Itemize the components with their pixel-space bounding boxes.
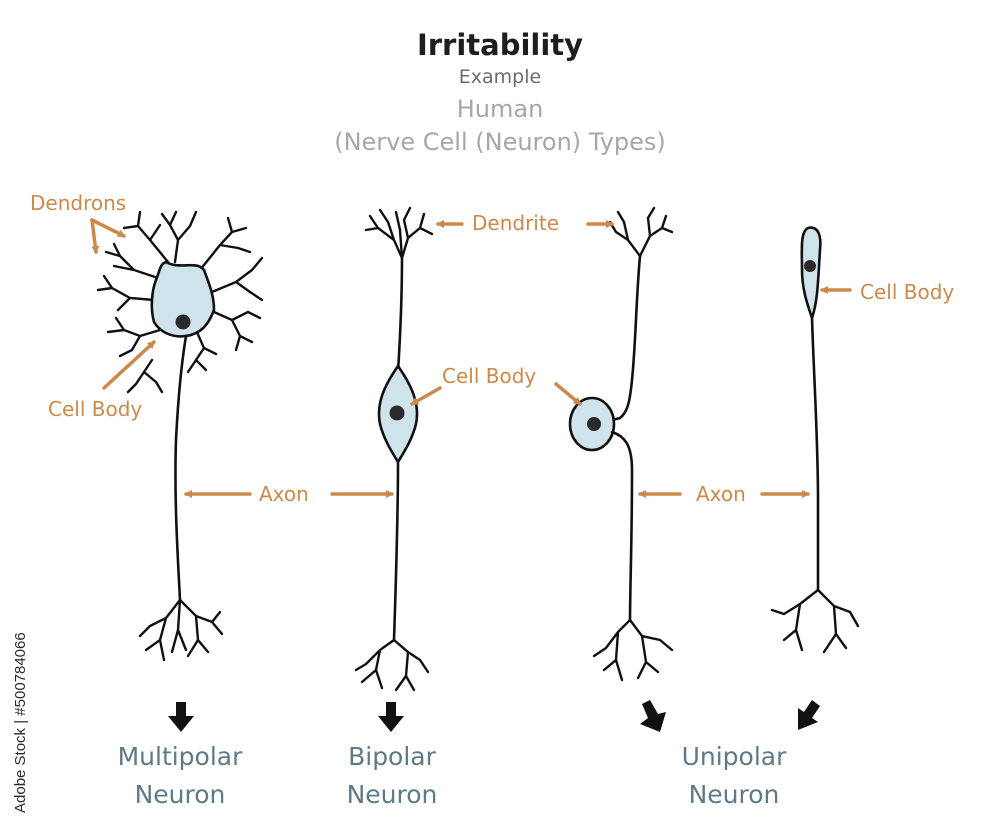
axon-label-right: Axon <box>696 482 746 506</box>
watermark-text: Adobe Stock | #500784066 <box>12 632 29 813</box>
diagram-title: Irritability <box>416 28 584 62</box>
multipolar-caption-line2: Neuron <box>134 780 226 809</box>
multipolar-axon <box>174 334 188 602</box>
multipolar-neuron <box>96 210 264 662</box>
unipolar-axon-terminals <box>770 588 860 654</box>
pseudounipolar-dendrites <box>608 206 674 258</box>
pseudounipolar-central-process <box>610 430 634 622</box>
multipolar-cell-body-label: Cell Body <box>48 397 143 421</box>
stock-watermark: Adobe Stock | #500784066 <box>12 632 29 813</box>
unipolar-caption: Unipolar Neuron <box>644 738 824 814</box>
bipolar-neuron <box>354 206 434 692</box>
topic-label: (Nerve Cell (Neuron) Types) <box>334 128 666 156</box>
unipolar-cell-body <box>800 226 822 323</box>
multipolar-caption-line1: Multipolar <box>117 742 243 771</box>
unipolar-neuron <box>770 226 860 654</box>
bipolar-down-arrow <box>378 702 404 732</box>
bipolar-axon-terminals <box>354 638 430 692</box>
multipolar-axon-terminals <box>138 598 224 662</box>
unipolar-caption-line1: Unipolar <box>681 742 787 771</box>
bipolar-upper-process <box>396 256 404 374</box>
bipolar-caption-line1: Bipolar <box>348 742 436 771</box>
bipolar-caption-line2: Neuron <box>346 780 438 809</box>
pseudounipolar-axon-terminals <box>592 618 674 682</box>
bipolar-axon <box>392 460 400 642</box>
multipolar-caption: Multipolar Neuron <box>90 738 270 814</box>
unipolar-axon <box>810 316 820 592</box>
pseudounipolar-neuron <box>568 206 674 682</box>
label-arrows <box>90 218 852 498</box>
organism-label: Human <box>456 95 544 123</box>
pseudounipolar-nucleus <box>587 417 601 431</box>
dendrons-label: Dendrons <box>30 191 127 215</box>
multipolar-nucleus <box>175 314 191 330</box>
type-arrows <box>168 700 820 732</box>
multipolar-dendrites <box>96 210 264 394</box>
bipolar-dendrites <box>364 206 434 260</box>
bipolar-caption: Bipolar Neuron <box>312 738 472 814</box>
diagram-subtitle: Example <box>458 66 542 88</box>
unipolar-down-arrow <box>798 700 820 730</box>
unipolar-nucleus <box>804 260 816 272</box>
unipolar-caption-line2: Neuron <box>688 780 780 809</box>
pseudounipolar-down-arrow <box>640 700 666 732</box>
dendrite-label: Dendrite <box>472 211 560 235</box>
axon-label-left: Axon <box>259 482 309 506</box>
unipolar-cell-body-label: Cell Body <box>860 280 955 304</box>
bipolar-nucleus <box>389 405 405 421</box>
bipolar-cell-body-label: Cell Body <box>442 364 537 388</box>
multipolar-down-arrow <box>168 702 194 732</box>
pseudounipolar-peripheral-process <box>610 254 642 422</box>
